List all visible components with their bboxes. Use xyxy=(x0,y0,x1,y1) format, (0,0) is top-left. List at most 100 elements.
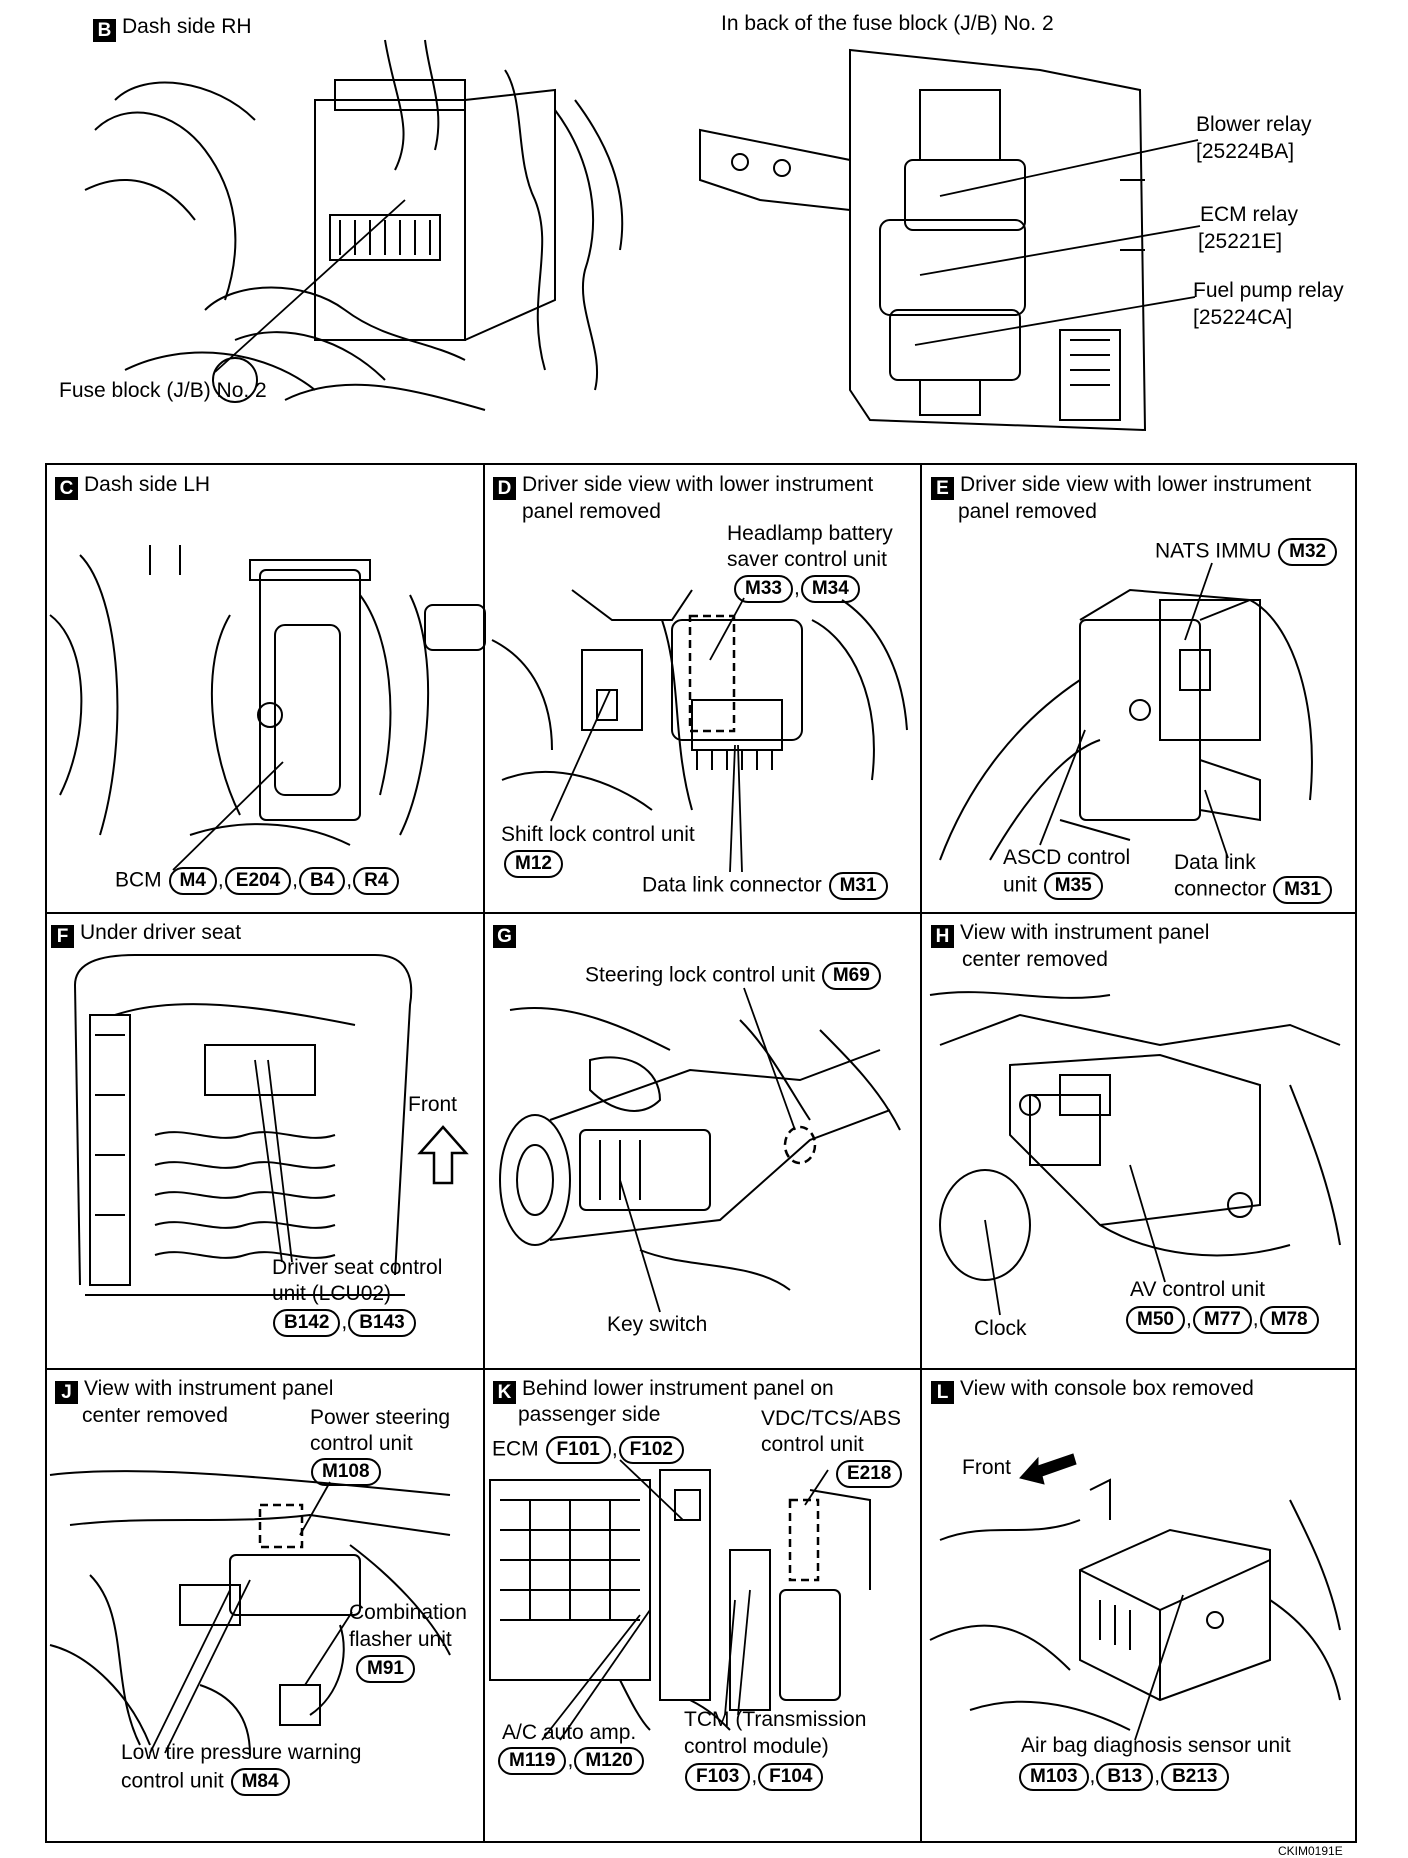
vdc-connector-wrap: E218 xyxy=(835,1460,903,1488)
tcm-label-1: TCM (Transmission xyxy=(684,1708,867,1731)
connector-m120: M120 xyxy=(574,1747,644,1775)
panel-j-title-1: View with instrument panel xyxy=(84,1377,334,1400)
fuse-block-back-illustration xyxy=(699,48,1147,432)
panel-e-title-2: panel removed xyxy=(958,500,1097,523)
panel-letter-l: L xyxy=(931,1381,954,1404)
fuse-block-leader xyxy=(214,199,406,373)
panel-c-header: C Dash side LH xyxy=(55,472,210,500)
panel-d-title-1: Driver side view with lower instrument xyxy=(522,473,874,496)
panel-e-title-1: Driver side view with lower instrument xyxy=(960,473,1312,496)
flasher-label-1: Combination xyxy=(349,1601,467,1624)
connector-m32: M32 xyxy=(1278,538,1338,566)
panel-d-title-2: panel removed xyxy=(522,500,661,523)
dlc-e-label-2: connector xyxy=(1174,877,1267,901)
nats-callout: NATS IMMU M32 xyxy=(1155,538,1338,566)
panel-letter-k: K xyxy=(493,1381,516,1404)
headlamp-label-1: Headlamp battery xyxy=(727,522,893,545)
steering-lock-label: Steering lock control unit xyxy=(585,963,815,987)
panel-e-header: E Driver side view with lower instrument xyxy=(931,472,1311,500)
ascd-callout: unit M35 xyxy=(1003,872,1104,900)
connector-b142: B142 xyxy=(273,1309,341,1337)
instrument-center-j-illustration xyxy=(49,1470,451,1756)
ps-label-1: Power steering xyxy=(310,1406,451,1429)
av-control-connectors: M50,M77,M78 xyxy=(1125,1306,1320,1334)
connector-m91: M91 xyxy=(356,1655,415,1683)
vdc-label-2: control unit xyxy=(761,1433,864,1456)
connector-r4: R4 xyxy=(353,867,400,895)
connector-m77: M77 xyxy=(1192,1306,1252,1334)
panel-letter-e: E xyxy=(931,477,954,500)
airbag-label: Air bag diagnosis sensor unit xyxy=(1021,1734,1291,1757)
connector-m31-d: M31 xyxy=(828,872,888,900)
tire-callout: control unit M84 xyxy=(121,1768,291,1796)
connector-e218: E218 xyxy=(836,1460,903,1488)
ecm-relay-pn: [25221E] xyxy=(1198,230,1283,253)
figure-code: CKIM0191E xyxy=(1278,1844,1343,1858)
clock-label: Clock xyxy=(974,1317,1027,1340)
connector-m4: M4 xyxy=(168,867,217,895)
tcm-connectors: F103,F104 xyxy=(684,1763,824,1791)
panel-g-header: G xyxy=(493,920,522,948)
blower-relay-pn: [25224BA] xyxy=(1196,140,1295,163)
dlc-e-label-1: Data link xyxy=(1174,851,1256,874)
dlc-e-callout: connector M31 xyxy=(1174,876,1333,904)
blower-relay-name: Blower relay xyxy=(1196,113,1312,136)
panel-c-title: Dash side LH xyxy=(84,473,211,496)
connector-m34: M34 xyxy=(800,575,860,603)
shift-lock-label: Shift lock control unit xyxy=(501,823,695,846)
panel-h-title-2: center removed xyxy=(962,948,1108,971)
seat-unit-label-1: Driver seat control xyxy=(272,1256,443,1279)
connector-m35: M35 xyxy=(1043,872,1103,900)
flasher-label-2: flasher unit xyxy=(349,1628,452,1651)
connector-m12: M12 xyxy=(504,850,563,878)
driver-side-d-illustration xyxy=(491,589,908,811)
airbag-connectors: M103,B13,B213 xyxy=(1018,1763,1230,1791)
steering-lock-callout: Steering lock control unit M69 xyxy=(585,962,882,990)
panel-letter-c: C xyxy=(55,477,78,500)
tire-label-1: Low tire pressure warning xyxy=(121,1741,362,1764)
panel-l-header: L View with console box removed xyxy=(931,1376,1254,1404)
console-area-l-illustration xyxy=(929,1478,1341,1731)
seat-underside-illustration xyxy=(74,954,413,1296)
ascd-label-1: ASCD control xyxy=(1003,846,1131,869)
nats-label: NATS IMMU xyxy=(1155,539,1272,563)
panel-letter-h: H xyxy=(931,925,954,948)
panel-l-title: View with console box removed xyxy=(960,1377,1254,1400)
panel-h-title-1: View with instrument panel xyxy=(960,921,1210,944)
shift-lock-connector-wrap: M12 xyxy=(503,850,564,878)
key-switch-label: Key switch xyxy=(607,1313,708,1336)
connector-m78: M78 xyxy=(1259,1306,1319,1334)
seat-unit-label-2: unit (LCU02) xyxy=(272,1282,392,1305)
panel-grid xyxy=(45,463,1357,1843)
dash-lh-illustration xyxy=(49,545,486,846)
fuel-pump-relay-name: Fuel pump relay xyxy=(1193,279,1344,302)
ecm-k-label: ECM xyxy=(492,1437,539,1461)
grid-divider-h1 xyxy=(45,912,1357,914)
passenger-lower-k-illustration xyxy=(489,1469,871,1731)
connector-b143: B143 xyxy=(348,1309,416,1337)
front-label-f: Front xyxy=(408,1093,458,1116)
connector-m50: M50 xyxy=(1126,1306,1185,1334)
connector-f103: F103 xyxy=(685,1763,751,1791)
dlc-d-label: Data link connector xyxy=(642,873,822,897)
instrument-center-h-illustration xyxy=(929,991,1341,1281)
panel-k-title-2: passenger side xyxy=(518,1403,661,1426)
panel-letter-g: G xyxy=(493,925,516,948)
headlamp-label-2: saver control unit xyxy=(727,548,887,571)
grid-divider-v2 xyxy=(920,463,922,1843)
connector-b13: B13 xyxy=(1096,1763,1154,1791)
vdc-label-1: VDC/TCS/ABS xyxy=(761,1407,902,1430)
dash-rh-illustration xyxy=(84,39,624,411)
bcm-callout: BCM M4,E204,B4,R4 xyxy=(115,867,400,895)
dlc-d-callout: Data link connector M31 xyxy=(642,872,889,900)
connector-m119: M119 xyxy=(498,1747,567,1775)
